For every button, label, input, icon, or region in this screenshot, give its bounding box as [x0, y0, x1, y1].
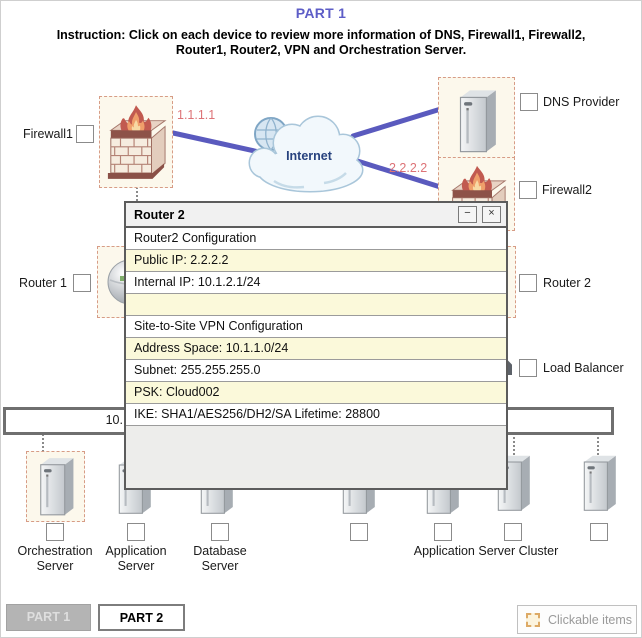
router2-checkbox[interactable] [519, 274, 537, 292]
page-title: PART 1 [295, 5, 347, 21]
dialog-filler [126, 426, 506, 488]
dialog-row-psk: PSK: Cloud002 [126, 382, 506, 404]
router1-label: Router 1 [19, 276, 67, 290]
dialog-row-ike: IKE: SHA1/AES256/DH2/SA Lifetime: 28800 [126, 404, 506, 426]
cluster-checkbox-1[interactable] [350, 523, 368, 541]
router2-label: Router 2 [543, 276, 591, 290]
firewall2-checkbox[interactable] [519, 181, 537, 199]
internet-label: Internet [286, 149, 332, 163]
clickable-swatch-icon [526, 612, 540, 627]
network-segment-label: 10. [105, 413, 123, 427]
firewall1-checkbox[interactable] [76, 125, 94, 143]
cluster-checkbox-3[interactable] [504, 523, 522, 541]
instruction-text: Instruction: Click on each device to rev… [56, 28, 586, 57]
dns-provider-checkbox[interactable] [520, 93, 538, 111]
orchestration-server-checkbox[interactable] [46, 523, 64, 541]
orchestration-server-label: Orchestration Server [17, 544, 93, 573]
database-server-checkbox[interactable] [211, 523, 229, 541]
router1-checkbox[interactable] [73, 274, 91, 292]
server-icon [453, 88, 501, 154]
clickable-items-label: Clickable items [548, 612, 633, 627]
dialog-row-address-space: Address Space: 10.1.1.0/24 [126, 338, 506, 360]
part2-button[interactable]: PART 2 [98, 604, 185, 631]
dns-provider-device[interactable] [438, 77, 515, 164]
server-icon [578, 453, 620, 513]
dialog-titlebar[interactable]: Router 2 − × [126, 203, 506, 228]
app-server-cluster-label: Application Server Cluster [413, 544, 559, 558]
firewall1-label: Firewall1 [22, 127, 73, 141]
dialog-row-vpn-header: Site-to-Site VPN Configuration [126, 316, 506, 338]
clickable-items-legend: Clickable items [517, 605, 637, 634]
part1-button[interactable]: PART 1 [6, 604, 91, 631]
cluster-checkbox-2[interactable] [434, 523, 452, 541]
database-server-label: Database Server [193, 544, 247, 573]
dialog-title: Router 2 [134, 207, 185, 222]
application-server-checkbox[interactable] [127, 523, 145, 541]
dialog-row-spacer [126, 294, 506, 316]
wan-ip-1-label: 1.1.1.1 [177, 108, 216, 122]
load-balancer-label: Load Balancer [543, 361, 624, 375]
server-icon [34, 456, 78, 517]
minimize-button[interactable]: − [458, 206, 477, 223]
wan-ip-2-label: 2.2.2.2 [389, 161, 428, 175]
cluster-checkbox-4[interactable] [590, 523, 608, 541]
internet-cloud: Internet [244, 109, 374, 199]
dns-provider-label: DNS Provider [543, 95, 620, 109]
firewall1-device[interactable] [99, 96, 173, 188]
orchestration-server-device[interactable] [26, 451, 85, 522]
dialog-row-internal-ip: Internal IP: 10.1.2.1/24 [126, 272, 506, 294]
load-balancer-checkbox[interactable] [519, 359, 537, 377]
router2-dialog: Router 2 − × Router2 Configuration Publi… [124, 201, 508, 490]
firewall-icon [105, 103, 167, 181]
dialog-row-public-ip: Public IP: 2.2.2.2 [126, 250, 506, 272]
cluster-server-4[interactable] [578, 453, 620, 513]
application-server-label: Application Server [105, 544, 167, 573]
dialog-row-subnet: Subnet: 255.255.255.0 [126, 360, 506, 382]
close-button[interactable]: × [482, 206, 501, 223]
firewall2-label: Firewall2 [542, 183, 593, 197]
dialog-row-config-header: Router2 Configuration [126, 228, 506, 250]
dialog-body: Router2 Configuration Public IP: 2.2.2.2… [126, 228, 506, 488]
